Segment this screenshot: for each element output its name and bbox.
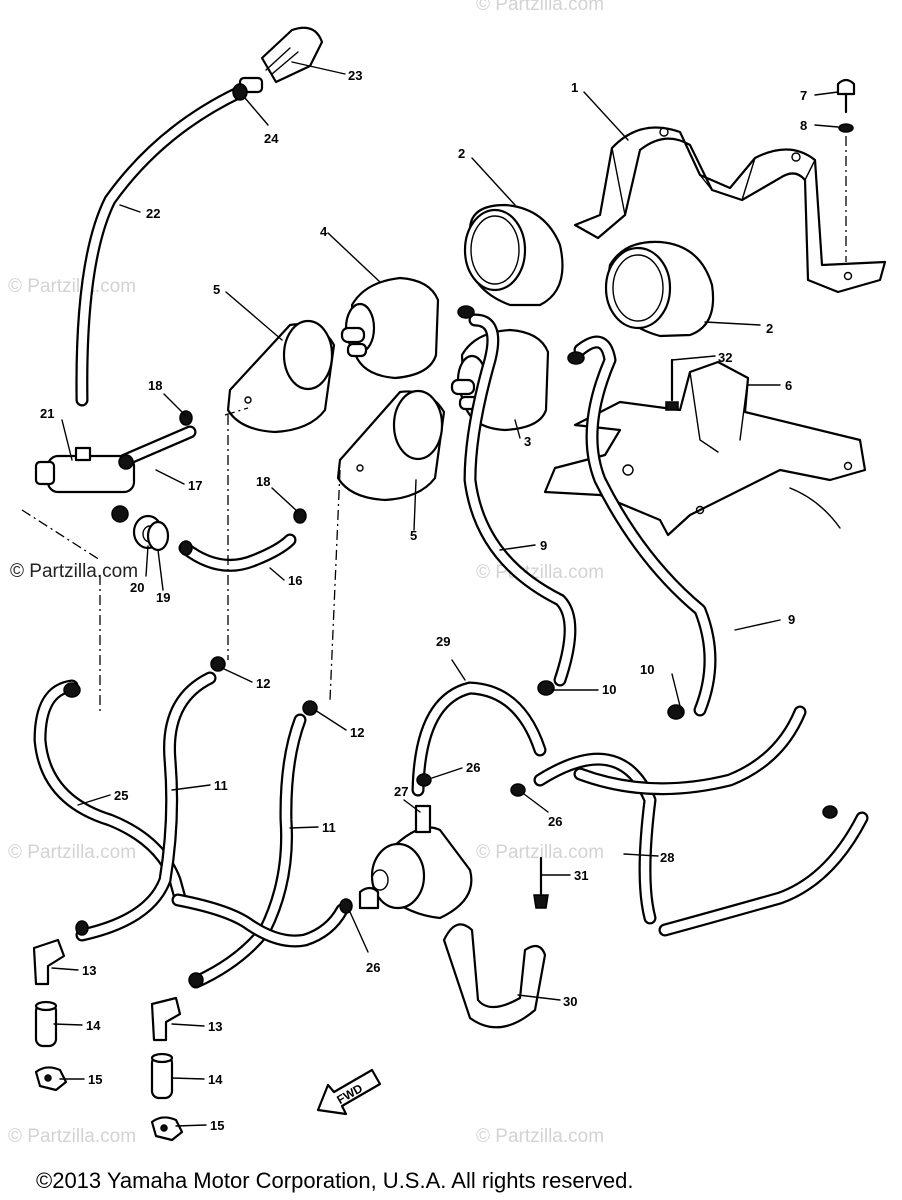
hose11b-tube <box>191 715 305 987</box>
hose28c-outline <box>658 811 869 937</box>
callout-2: 2 <box>458 146 465 161</box>
part-3-coil <box>450 328 550 432</box>
callout-5: 5 <box>410 528 417 543</box>
callout-26: 26 <box>366 960 380 975</box>
watermark-bottom-right: © Partzilla.com <box>476 1126 604 1147</box>
part-2-ring-lower <box>604 240 715 338</box>
part-13-elbow-right <box>150 996 182 1042</box>
part-5-cover-lower <box>336 389 446 502</box>
part-8-washer <box>838 123 854 133</box>
callout-16: 16 <box>288 573 302 588</box>
hose9b-tube <box>575 337 715 715</box>
callout-15: 15 <box>210 1118 224 1133</box>
callout-20: 20 <box>130 580 144 595</box>
callout-15: 15 <box>88 1072 102 1087</box>
part-27-fuel-filter <box>358 804 473 920</box>
callout-21: 21 <box>40 406 54 421</box>
hose16-tube <box>180 535 295 570</box>
part-20-19-fittings <box>132 514 170 552</box>
part-5-cover-upper <box>226 319 336 434</box>
callout-19: 19 <box>156 590 170 605</box>
part-23-fitting <box>238 26 324 94</box>
callout-26: 26 <box>548 814 562 829</box>
callout-14: 14 <box>86 1018 101 1033</box>
hose29-tube <box>413 683 545 795</box>
part-21-connector <box>34 446 136 523</box>
callout-18: 18 <box>256 474 270 489</box>
watermark-dark: © Partzilla.com <box>10 561 138 582</box>
callout-6: 6 <box>785 378 792 393</box>
part-24-clamp <box>232 83 248 101</box>
part-1-bracket <box>573 126 887 294</box>
hose9a-tube <box>465 315 575 685</box>
callout-13: 13 <box>82 963 96 978</box>
callout-17: 17 <box>188 478 202 493</box>
hose28c-tube <box>660 813 867 935</box>
callout-32: 32 <box>718 350 732 365</box>
callout-9: 9 <box>788 612 795 627</box>
callout-1: 1 <box>571 80 578 95</box>
callout-30: 30 <box>563 994 577 1009</box>
callout-11: 11 <box>214 778 228 793</box>
part-31-screw <box>533 856 549 909</box>
watermark-top-right: © Partzilla.com <box>476 0 604 15</box>
part-15-clip-right <box>150 1116 184 1142</box>
callout-12: 12 <box>350 725 364 740</box>
callout-22: 22 <box>146 206 160 221</box>
callout-10: 10 <box>602 682 616 697</box>
hose28b-outline <box>573 705 807 796</box>
hoseX-tube <box>173 895 347 946</box>
callout-14: 14 <box>208 1072 223 1087</box>
callout-26: 26 <box>466 760 480 775</box>
callout-13: 13 <box>208 1019 222 1034</box>
watermark-center: © Partzilla.com <box>476 562 604 583</box>
part-14-sleeve-left <box>34 1000 58 1048</box>
hose28b-tube <box>575 707 805 793</box>
callout-3: 3 <box>524 434 531 449</box>
callout-12: 12 <box>256 676 270 691</box>
callout-11: 11 <box>322 820 336 835</box>
callout-23: 23 <box>348 68 362 83</box>
watermark-center-lower: © Partzilla.com <box>476 842 604 863</box>
callout-8: 8 <box>800 118 807 133</box>
callout-10: 10 <box>640 662 654 677</box>
callout-7: 7 <box>800 88 807 103</box>
part-15-clip-left <box>34 1066 68 1092</box>
part-2-ring-upper <box>463 203 564 307</box>
part-13-elbow-left <box>32 938 66 986</box>
hose-clamps <box>63 305 838 988</box>
part-30-band <box>442 923 547 1029</box>
hose25-tube <box>35 681 185 903</box>
callout-5: 5 <box>213 282 220 297</box>
part-32-screw <box>665 358 679 411</box>
callouts: 1 2 2 3 4 5 5 6 7 8 9 9 10 10 11 11 12 1… <box>40 68 807 1133</box>
part-7-bolt <box>836 78 856 114</box>
callout-18: 18 <box>148 378 162 393</box>
callout-4: 4 <box>320 224 328 239</box>
watermark-bottom-left: © Partzilla.com <box>8 1126 136 1147</box>
part-4-coil <box>340 276 440 380</box>
callout-31: 31 <box>574 868 588 883</box>
callout-2: 2 <box>766 321 773 336</box>
hose22-tube <box>77 87 245 405</box>
callout-25: 25 <box>114 788 128 803</box>
watermark-left-lower: © Partzilla.com <box>8 842 136 863</box>
part-6-plate <box>543 360 867 537</box>
assembly-lines <box>21 407 341 712</box>
callout-9: 9 <box>540 538 547 553</box>
callout-27: 27 <box>394 784 408 799</box>
hoses <box>33 85 869 989</box>
part-14-sleeve-right <box>150 1052 174 1100</box>
hose28a-tube <box>535 755 655 923</box>
hose11a-tube <box>77 673 215 940</box>
callout-29: 29 <box>436 634 450 649</box>
watermark-left-upper: © Partzilla.com <box>8 276 136 297</box>
hose17-tube <box>120 427 195 465</box>
copyright-footer: ©2013 Yamaha Motor Corporation, U.S.A. A… <box>36 1168 633 1193</box>
fwd-arrow: FWD <box>316 1068 382 1116</box>
callout-24: 24 <box>264 131 279 146</box>
leader-lines <box>51 61 839 1127</box>
callout-28: 28 <box>660 850 674 865</box>
